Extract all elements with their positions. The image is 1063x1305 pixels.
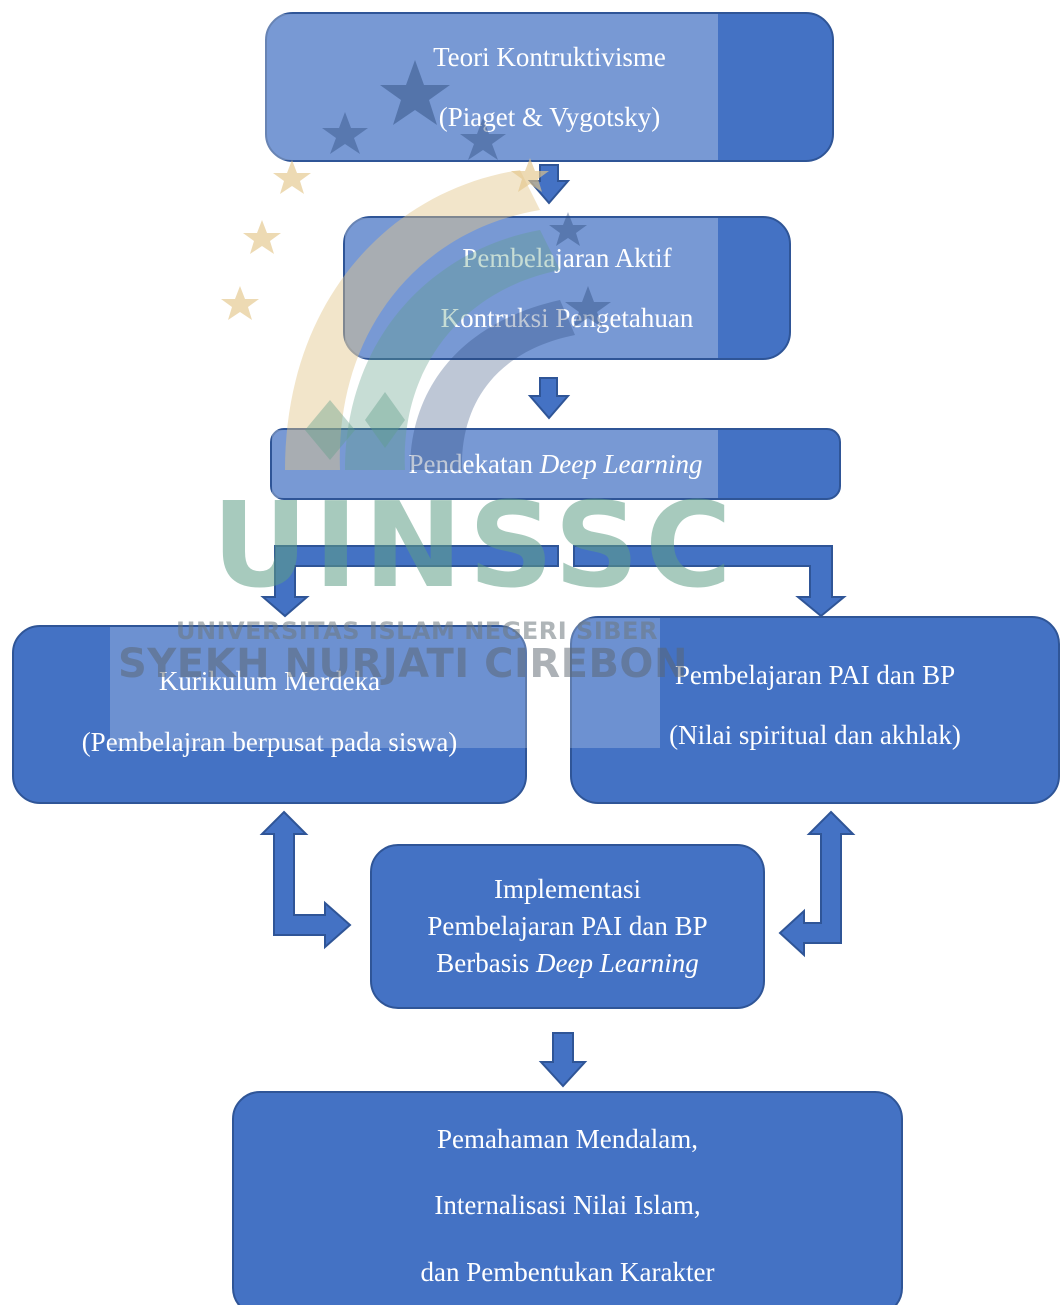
node-5-line-2: (Nilai spiritual dan akhlak)	[669, 720, 961, 750]
node-1-line-1: Teori Kontruktivisme	[433, 41, 666, 72]
node-5-line-1: Pembelajaran PAI dan BP	[674, 659, 956, 690]
node-4-line-1: Kurikulum Merdeka	[158, 666, 381, 697]
arrow-n4-n6	[259, 810, 352, 950]
node-kurikulum-merdeka: Kurikulum Merdeka (Pembelajran berpusat …	[12, 625, 527, 804]
arrow-n6-n7	[538, 1032, 588, 1088]
node-3-line: Pendekatan Deep Learning	[409, 448, 703, 480]
node-3-text: Pendekatan	[408, 448, 540, 479]
arrow-n3-n4	[260, 545, 559, 618]
node-2-line-2: Kontruksi Pengetahuan	[440, 303, 694, 333]
node-pembelajaran-aktif: Pembelajaran Aktif Kontruksi Pengetahuan	[343, 216, 791, 360]
node-7-line-1: Pemahaman Mendalam,	[437, 1124, 698, 1154]
node-6-line-3-text: Berbasis	[436, 948, 536, 979]
arrow-n1-n2	[527, 164, 571, 205]
node-implementasi: Implementasi Pembelajaran PAI dan BP Ber…	[370, 844, 765, 1009]
node-4-line-2: (Pembelajran berpusat pada siswa)	[81, 726, 458, 757]
arrow-n2-n3	[527, 377, 571, 420]
node-7-line-2: Internalisasi Nilai Islam,	[434, 1190, 701, 1221]
arrow-n3-n5	[573, 545, 847, 618]
node-pemahaman-mendalam: Pemahaman Mendalam, Internalisasi Nilai …	[232, 1091, 903, 1305]
node-6-line-3: Berbasis Deep Learning	[436, 945, 698, 982]
node-6-line-2: Pembelajaran PAI dan BP	[427, 910, 708, 941]
node-pembelajaran-pai-bp: Pembelajaran PAI dan BP (Nilai spiritual…	[570, 616, 1060, 804]
node-pendekatan-deep-learning: Pendekatan Deep Learning	[270, 428, 841, 500]
node-6-line-3-italic: Deep Learning	[536, 948, 699, 979]
arrow-n5-n6	[778, 810, 856, 958]
node-teori-kontruktivisme: Teori Kontruktivisme (Piaget & Vygotsky)	[265, 12, 834, 162]
node-6-line-1: Implementasi	[494, 873, 641, 904]
node-7-line-3: dan Pembentukan Karakter	[420, 1256, 715, 1287]
node-1-line-2: (Piaget & Vygotsky)	[438, 102, 661, 132]
node-3-italic: Deep Learning	[539, 448, 703, 479]
watermark-logo-text: UINSSC	[212, 476, 738, 614]
node-2-line-1: Pembelajaran Aktif	[462, 242, 672, 273]
